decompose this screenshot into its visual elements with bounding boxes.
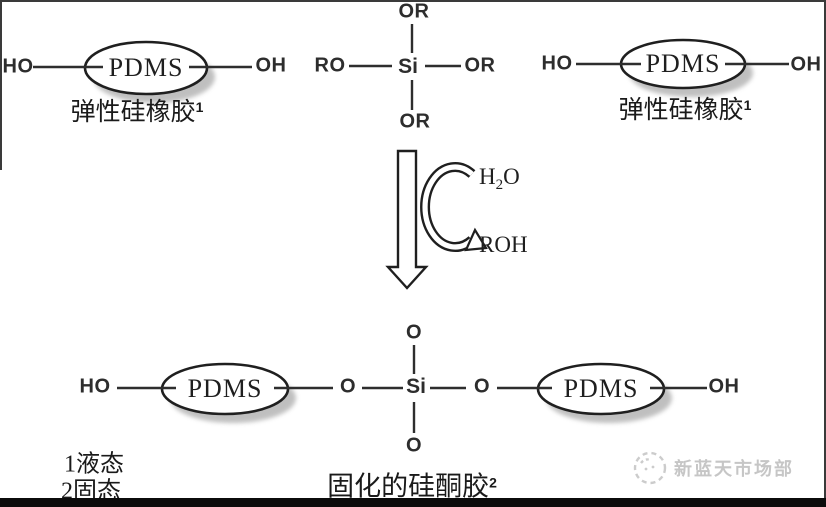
product-o-top-label: O xyxy=(405,321,423,344)
curved-byproduct-arrow xyxy=(420,162,488,252)
frame-top-border xyxy=(0,0,826,2)
caption-superscript: 1 xyxy=(743,97,752,113)
watermark-logo-icon xyxy=(633,451,667,485)
crosslinker-ro-left-label: RO xyxy=(314,54,346,77)
product-caption: 固化的硅酮胶2 xyxy=(327,471,497,502)
crosslinker-or-top-label: OR xyxy=(398,0,430,23)
top-left-pdms-label: PDMS xyxy=(108,53,184,82)
frame-right-border xyxy=(824,0,826,507)
product-si-label: Si xyxy=(406,375,426,398)
product-oh-label: OH xyxy=(708,375,740,398)
bond-lines xyxy=(33,24,789,433)
top-right-pdms-label: PDMS xyxy=(645,49,721,78)
water-in-label: H2O xyxy=(479,164,520,193)
reaction-down-arrow xyxy=(385,149,429,290)
product-o-right-label: O xyxy=(473,375,491,398)
product-ho-label: HO xyxy=(79,375,111,398)
subscript-two: 2 xyxy=(495,177,504,193)
caption-superscript: 2 xyxy=(489,474,497,491)
caption-superscript: 1 xyxy=(195,99,204,115)
frame-bottom-bar xyxy=(0,498,826,507)
roh-out-label: ROH xyxy=(479,232,528,257)
top-right-oh-label: OH xyxy=(790,53,822,76)
top-left-ho-label: HO xyxy=(2,55,34,78)
top-right-polymer-caption: 弹性硅橡胶1 xyxy=(618,97,752,124)
product-left-pdms-label: PDMS xyxy=(187,374,263,403)
top-right-ho-label: HO xyxy=(541,52,573,75)
legend-liquid-state: 1液态 xyxy=(64,451,124,478)
top-left-polymer-caption: 弹性硅橡胶1 xyxy=(70,99,204,126)
crosslinker-si-label: Si xyxy=(398,55,418,78)
product-o-left-label: O xyxy=(339,375,357,398)
crosslinker-or-bottom-label: OR xyxy=(399,110,431,133)
crosslinker-or-right-label: OR xyxy=(464,54,496,77)
product-right-pdms-label: PDMS xyxy=(563,374,639,403)
product-o-bottom-label: O xyxy=(405,434,423,457)
top-left-oh-label: OH xyxy=(255,54,287,77)
frame-left-border xyxy=(0,0,2,170)
watermark-text: 新蓝天市场部 xyxy=(674,459,794,479)
